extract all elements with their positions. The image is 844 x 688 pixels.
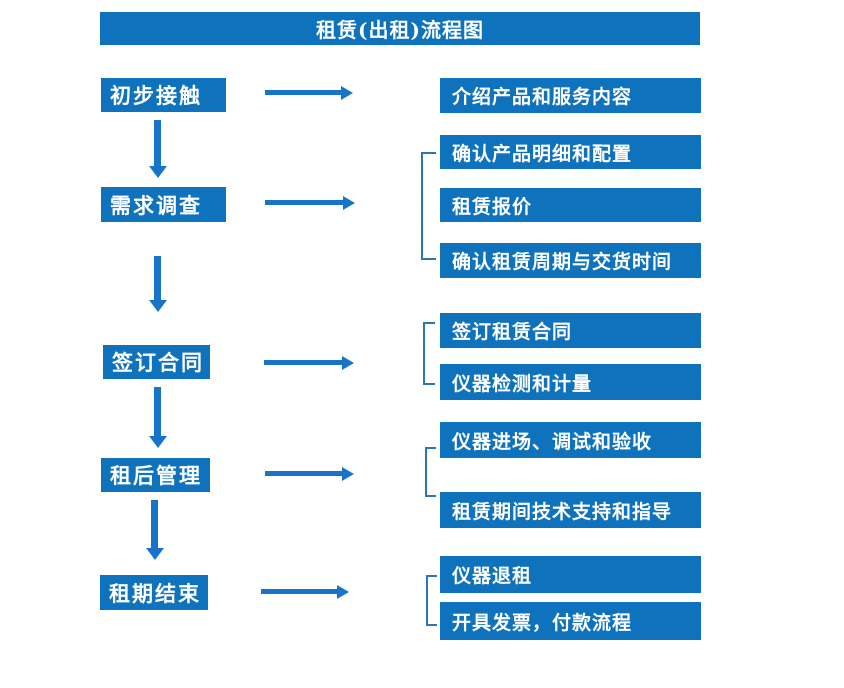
bracket-group-post-rental-icon [425, 447, 436, 497]
arrow-right-2-icon [265, 200, 343, 205]
detail-box-introduce-products: 介绍产品和服务内容 [440, 78, 701, 113]
step-box-demand-survey: 需求调查 [101, 187, 226, 222]
step-box-rental-end: 租期结束 [100, 575, 208, 610]
arrow-down-3-icon [154, 387, 161, 436]
arrow-right-3-icon [264, 360, 342, 365]
arrow-down-1-icon [154, 120, 161, 166]
detail-box-rental-quotation: 租赁报价 [440, 188, 701, 222]
arrow-right-4-icon [265, 471, 342, 476]
arrow-down-2-icon [154, 256, 161, 300]
detail-box-technical-support: 租赁期间技术支持和指导 [440, 492, 701, 528]
detail-box-sign-rental-contract: 签订租赁合同 [440, 313, 701, 348]
detail-box-instrument-acceptance: 仪器进场、调试和验收 [440, 422, 701, 458]
step-box-post-rental-management: 租后管理 [101, 458, 210, 492]
flowchart-title: 租赁(出租)流程图 [100, 12, 700, 45]
bracket-group-sign-contract-icon [423, 322, 435, 385]
arrow-down-4-icon [151, 500, 158, 548]
detail-box-invoice-payment: 开具发票，付款流程 [440, 602, 701, 640]
detail-box-instrument-testing: 仪器检测和计量 [440, 364, 701, 400]
arrow-right-5-icon [261, 589, 337, 594]
detail-box-instrument-return: 仪器退租 [440, 556, 701, 593]
step-box-sign-contract: 签订合同 [103, 345, 210, 379]
bracket-group-rental-end-icon [426, 575, 437, 626]
detail-box-confirm-product-config: 确认产品明细和配置 [440, 135, 701, 169]
detail-box-confirm-period-delivery: 确认租赁周期与交货时间 [440, 243, 701, 278]
step-box-initial-contact: 初步接触 [101, 78, 226, 112]
bracket-group-demand-survey-icon [421, 152, 436, 260]
arrow-right-1-icon [265, 90, 341, 95]
